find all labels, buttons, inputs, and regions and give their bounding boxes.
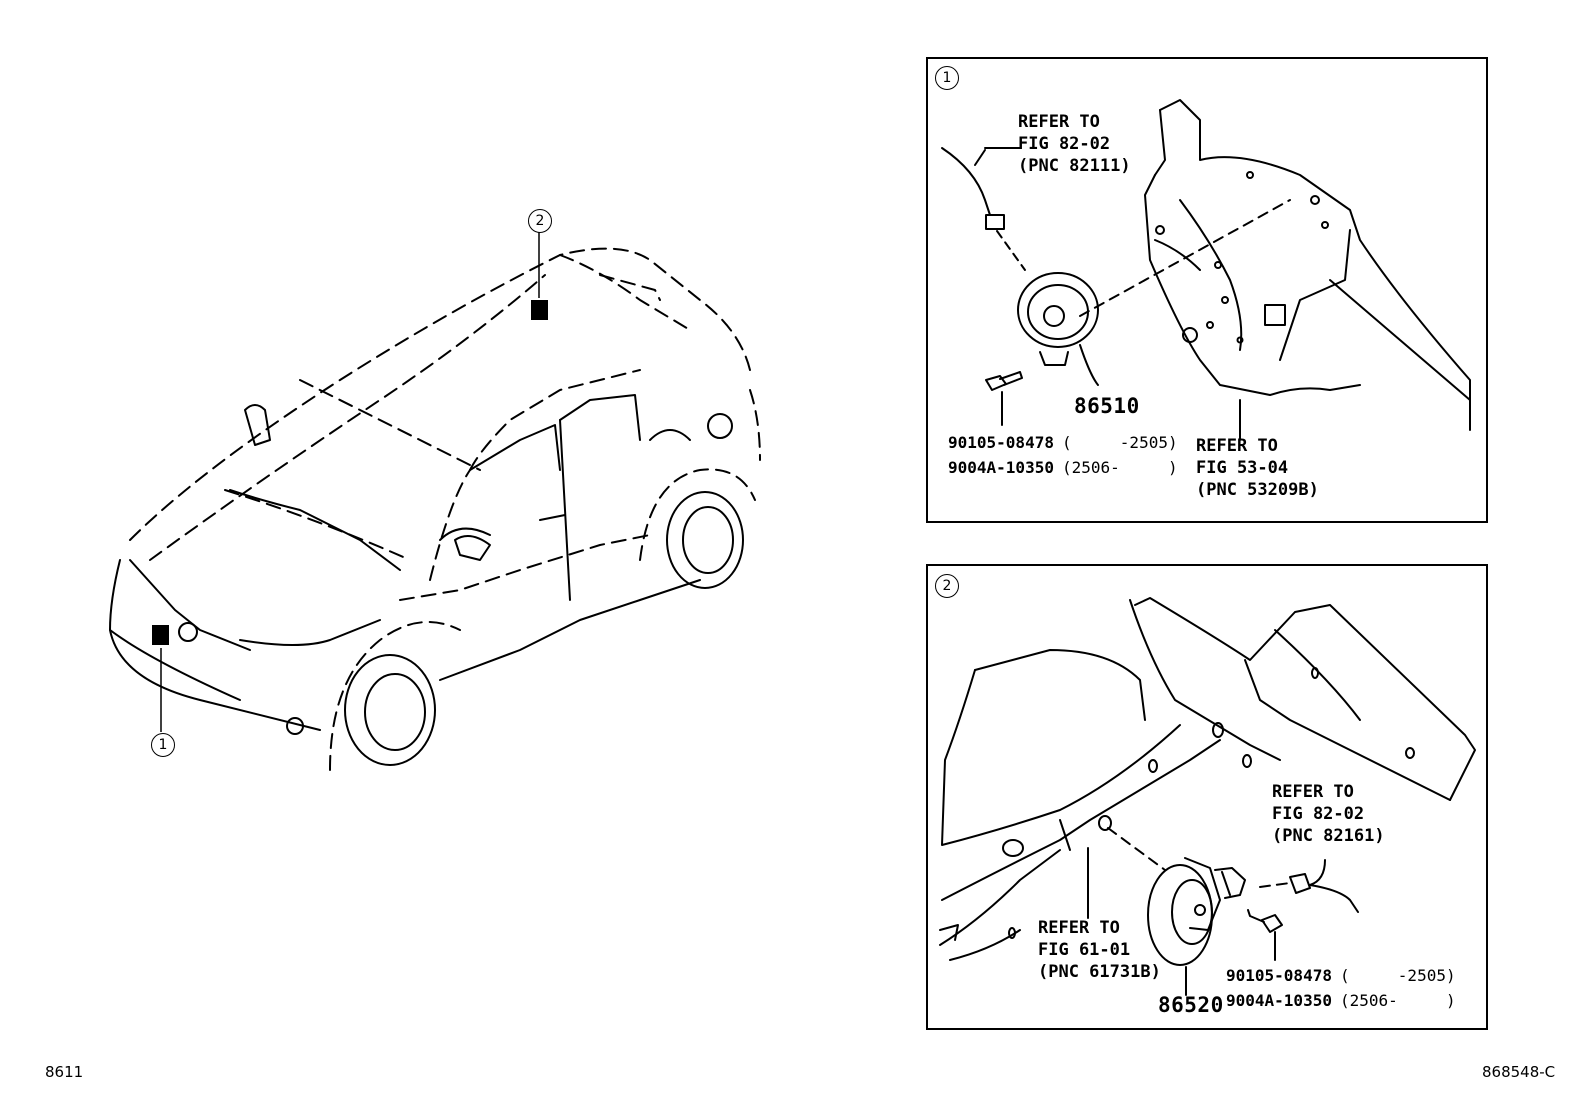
panel-1-marker: 1 <box>935 66 959 90</box>
panel-1-bolt-b-range: (2506- ) <box>1062 458 1178 477</box>
panel-2-ref-body-line1: REFER TO <box>1038 918 1120 938</box>
detail-panel-2 <box>926 564 1488 1030</box>
callout-2: 2 <box>528 209 552 233</box>
callout-1: 1 <box>151 733 175 757</box>
panel-1-bolt-a: 90105-08478 <box>948 433 1054 452</box>
panel-2-ref-body-line3: (PNC 61731B) <box>1038 962 1161 982</box>
panel-1-ref-wire-line1: REFER TO <box>1018 112 1100 132</box>
footer-figure-code: 8611 <box>45 1063 84 1081</box>
panel-2-ref-wire-line3: (PNC 82161) <box>1272 826 1385 846</box>
panel-1-part-number: 86510 <box>1074 394 1140 418</box>
panel-2-bolt-a-range: ( -2505) <box>1340 966 1456 985</box>
panel-2-bolt-b: 9004A-10350 <box>1226 991 1332 1010</box>
panel-2-part-number: 86520 <box>1158 993 1224 1017</box>
panel-1-ref-body-line3: (PNC 53209B) <box>1196 480 1319 500</box>
panel-1-bolt-a-range: ( -2505) <box>1062 433 1178 452</box>
panel-1-ref-body-line1: REFER TO <box>1196 436 1278 456</box>
detail-panel-1 <box>926 57 1488 523</box>
panel-2-marker: 2 <box>935 574 959 598</box>
panel-1-bolt-b: 9004A-10350 <box>948 458 1054 477</box>
panel-2-bolt-a: 90105-08478 <box>1226 966 1332 985</box>
panel-1-ref-wire-line3: (PNC 82111) <box>1018 156 1131 176</box>
panel-2-ref-wire-line1: REFER TO <box>1272 782 1354 802</box>
panel-1-ref-wire-line2: FIG 82-02 <box>1018 134 1111 154</box>
panel-1-ref-body-line2: FIG 53-04 <box>1196 458 1289 478</box>
panel-2-ref-body-line2: FIG 61-01 <box>1038 940 1131 960</box>
footer-illustration-id: 868548-C <box>1482 1063 1556 1081</box>
panel-2-ref-wire-line2: FIG 82-02 <box>1272 804 1365 824</box>
panel-2-bolt-b-range: (2506- ) <box>1340 991 1456 1010</box>
